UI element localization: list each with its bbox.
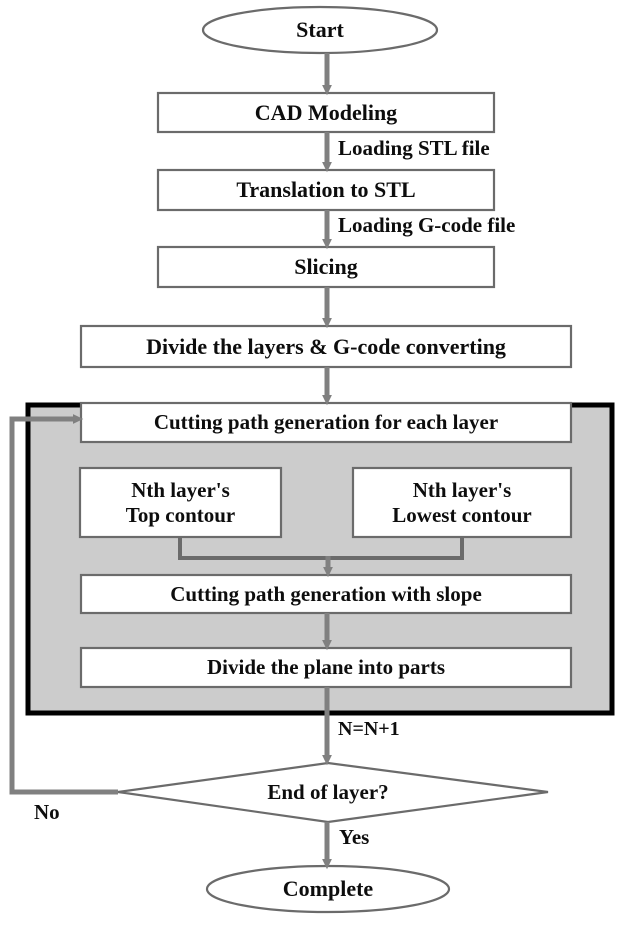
cad-modeling-shape [156,91,496,134]
edge-label-loading-stl: Loading STL file [338,136,490,160]
end-of-layer-shape [117,761,549,824]
edge-label-no: No [34,800,60,824]
divide-layers-shape [79,324,573,369]
nth-lowest-contour-shape [351,466,573,539]
complete-node-shape [205,864,451,914]
cutting-path-each-layer-shape [79,401,573,444]
divide-plane-shape [79,646,573,689]
translation-to-stl-shape [156,168,496,212]
cutting-path-slope-shape [79,573,573,615]
connector-lowest-contour-merge [328,537,464,560]
edge-label-loading-gcode: Loading G-code file [338,213,516,237]
edge-label-yes: Yes [339,825,370,849]
start-node-shape [201,5,439,55]
arrow-no-loop-back [9,414,118,795]
nth-top-contour-shape [78,466,283,539]
connector-top-contour-merge [178,537,328,560]
slicing-shape [156,245,496,289]
edge-label-increment: N=N+1 [338,718,400,740]
